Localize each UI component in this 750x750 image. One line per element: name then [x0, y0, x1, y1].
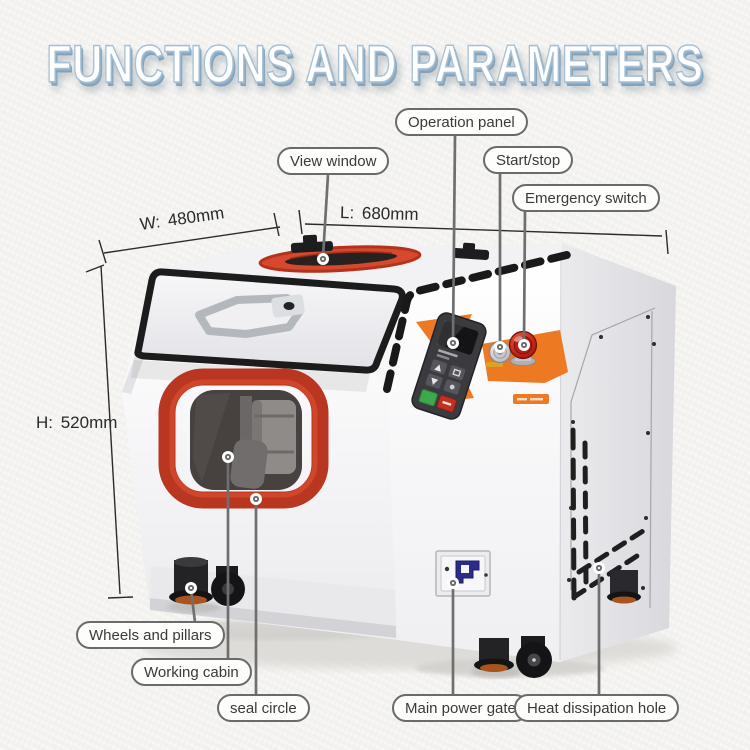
model-label — [513, 394, 549, 404]
right-foot-pillar — [607, 570, 641, 604]
callout-point-markers — [185, 253, 605, 594]
callout-operation-panel: Operation panel — [395, 108, 528, 136]
wheels-and-feet — [167, 557, 641, 678]
callout-emergency-switch: Emergency switch — [512, 184, 660, 212]
left-foot-pillar — [169, 557, 213, 605]
center-caster-wheel — [516, 636, 552, 678]
length-dimension-line — [298, 209, 669, 255]
main-power-gate-graphic — [435, 550, 491, 597]
machine-lid — [131, 268, 406, 392]
dimension-lines — [85, 209, 669, 599]
callout-heat-dissipation-hole: Heat dissipation hole — [514, 694, 680, 722]
dashed-decor-stripe — [383, 250, 575, 393]
lid-handle — [195, 294, 305, 338]
front-view-window — [158, 368, 329, 509]
top-seal-window — [258, 245, 422, 273]
heat-dissipation-vents — [570, 427, 646, 603]
side-panel — [567, 307, 656, 609]
page-title: FUNCTIONS AND PARAMETERS — [46, 34, 704, 95]
callout-seal-circle: seal circle — [217, 694, 310, 722]
callout-start-stop: Start/stop — [483, 146, 574, 174]
width-dimension-line — [98, 212, 281, 264]
height-dimension-line — [85, 264, 134, 599]
center-foot-pillar — [474, 638, 514, 672]
callout-working-cabin: Working cabin — [131, 658, 252, 686]
window-seal-ring — [158, 368, 329, 509]
height-dimension-label: H: 520mm — [36, 413, 118, 432]
callout-main-power-gate: Main power gate — [392, 694, 529, 722]
callout-wheels-and-pillars: Wheels and pillars — [76, 621, 225, 649]
callout-lines — [189, 135, 601, 695]
callout-view-window: View window — [277, 147, 390, 175]
length-dimension-label: L: 680mm — [339, 203, 419, 225]
